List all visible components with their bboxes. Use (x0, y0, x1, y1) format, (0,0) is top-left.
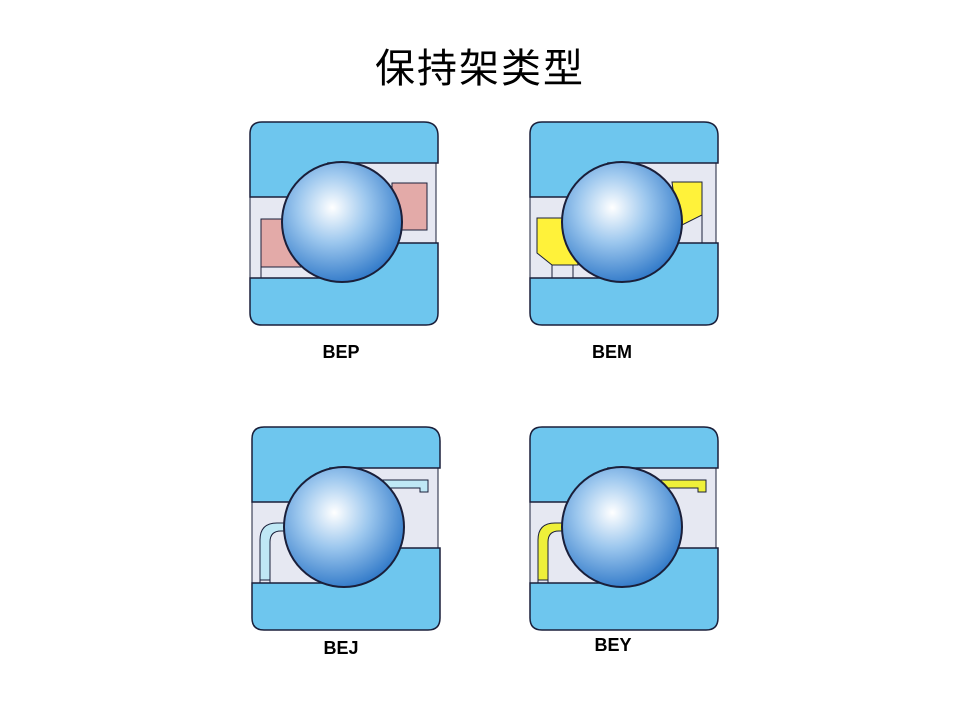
bearing-label-bey: BEY (594, 635, 632, 655)
bearing-bey-diagram (528, 420, 728, 635)
bearing-cross-section (251, 426, 441, 631)
inner-ring (249, 242, 439, 326)
inner-ring (529, 242, 719, 326)
bearing-label-bej: BEJ (323, 638, 359, 658)
rolling-ball (281, 161, 403, 283)
inner-ring (251, 547, 441, 631)
bearing-bej-diagram (250, 420, 450, 635)
rolling-ball (561, 161, 683, 283)
bearing-cross-section (529, 121, 719, 326)
slide-title: 保持架类型 (375, 46, 585, 92)
bearing-label-bep: BEP (322, 342, 360, 362)
rolling-ball (561, 466, 683, 588)
rolling-ball (283, 466, 405, 588)
bearing-bem-diagram (528, 115, 728, 330)
inner-ring (529, 547, 719, 631)
bearing-bep-diagram (248, 115, 448, 330)
bearing-cross-section (249, 121, 439, 326)
bearing-cross-section (529, 426, 719, 631)
bearing-label-bem: BEM (592, 342, 632, 362)
